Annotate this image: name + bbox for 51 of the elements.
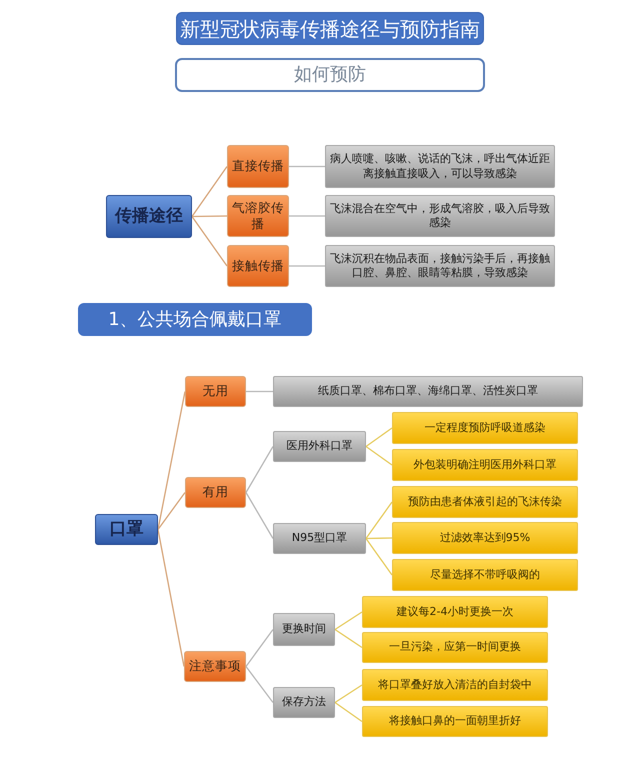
description-box: 飞沫沉积在物品表面，接触污染手后，再接触口腔、鼻腔、眼睛等粘膜，导致感染	[325, 245, 555, 287]
category-box: 有用	[185, 477, 246, 508]
connector-line	[245, 492, 274, 539]
connector-line	[366, 537, 392, 540]
detail-box: 预防由患者体液引起的飞沫传染	[392, 486, 578, 518]
category-box: 接触传播	[227, 245, 289, 287]
category-box: 无用	[185, 376, 246, 407]
category-box: 直接传播	[227, 145, 289, 188]
description-box: 病人喷嚏、咳嗽、说话的飞沫，呼出气体近距离接触直接吸入，可以导致感染	[325, 145, 555, 188]
connector-line	[157, 391, 186, 530]
subtitle-box: 如何预防	[175, 58, 485, 92]
connector-line	[192, 215, 227, 218]
description-box: N95型口罩	[273, 523, 366, 554]
description-box: 飞沫混合在空气中，形成气溶胶，吸入后导致感染	[325, 195, 555, 237]
title-banner: 新型冠状病毒传播途径与预防指南	[176, 12, 484, 45]
detail-box: 建议每2-4小时更换一次	[362, 596, 548, 628]
connector-line	[365, 502, 393, 539]
connector-line	[191, 166, 228, 217]
connector-line	[246, 390, 273, 392]
connector-line	[366, 446, 392, 466]
detail-box: 外包装明确注明医用外科口罩	[392, 449, 578, 481]
connector-line	[334, 684, 362, 704]
detail-box: 一旦污染，应第一时间更换	[362, 632, 548, 663]
description-box: 保存方法	[273, 687, 335, 718]
connector-line	[191, 216, 228, 266]
detail-box: 一定程度预防呼吸道感染	[392, 412, 578, 444]
description-box: 更换时间	[273, 613, 335, 646]
connector-line	[245, 666, 274, 703]
connector-line	[334, 628, 362, 648]
connector-line	[245, 446, 274, 493]
connector-line	[334, 702, 362, 722]
section-heading: 1、公共场合佩戴口罩	[78, 303, 312, 336]
connector-line	[365, 538, 393, 576]
connector-line	[289, 166, 325, 168]
topic-box: 口罩	[95, 514, 158, 545]
description-box: 医用外科口罩	[273, 431, 366, 462]
detail-box: 过滤效率达到95%	[392, 522, 578, 554]
detail-box: 将接触口鼻的一面朝里折好	[362, 706, 548, 737]
category-box: 气溶胶传播	[227, 195, 289, 237]
connector-line	[366, 427, 392, 448]
connector-line	[157, 492, 186, 530]
connector-line	[245, 629, 274, 667]
topic-box: 传播途径	[106, 195, 192, 238]
description-box: 纸质口罩、棉布口罩、海绵口罩、活性炭口罩	[273, 376, 583, 407]
detail-box: 将口罩叠好放入清洁的自封袋中	[362, 669, 548, 701]
category-box: 注意事项	[184, 651, 246, 682]
connector-line	[334, 611, 362, 630]
detail-box: 尽量选择不带呼吸阀的	[392, 559, 578, 591]
connector-line	[289, 215, 325, 217]
connector-line	[157, 529, 185, 667]
connector-line	[289, 265, 325, 267]
